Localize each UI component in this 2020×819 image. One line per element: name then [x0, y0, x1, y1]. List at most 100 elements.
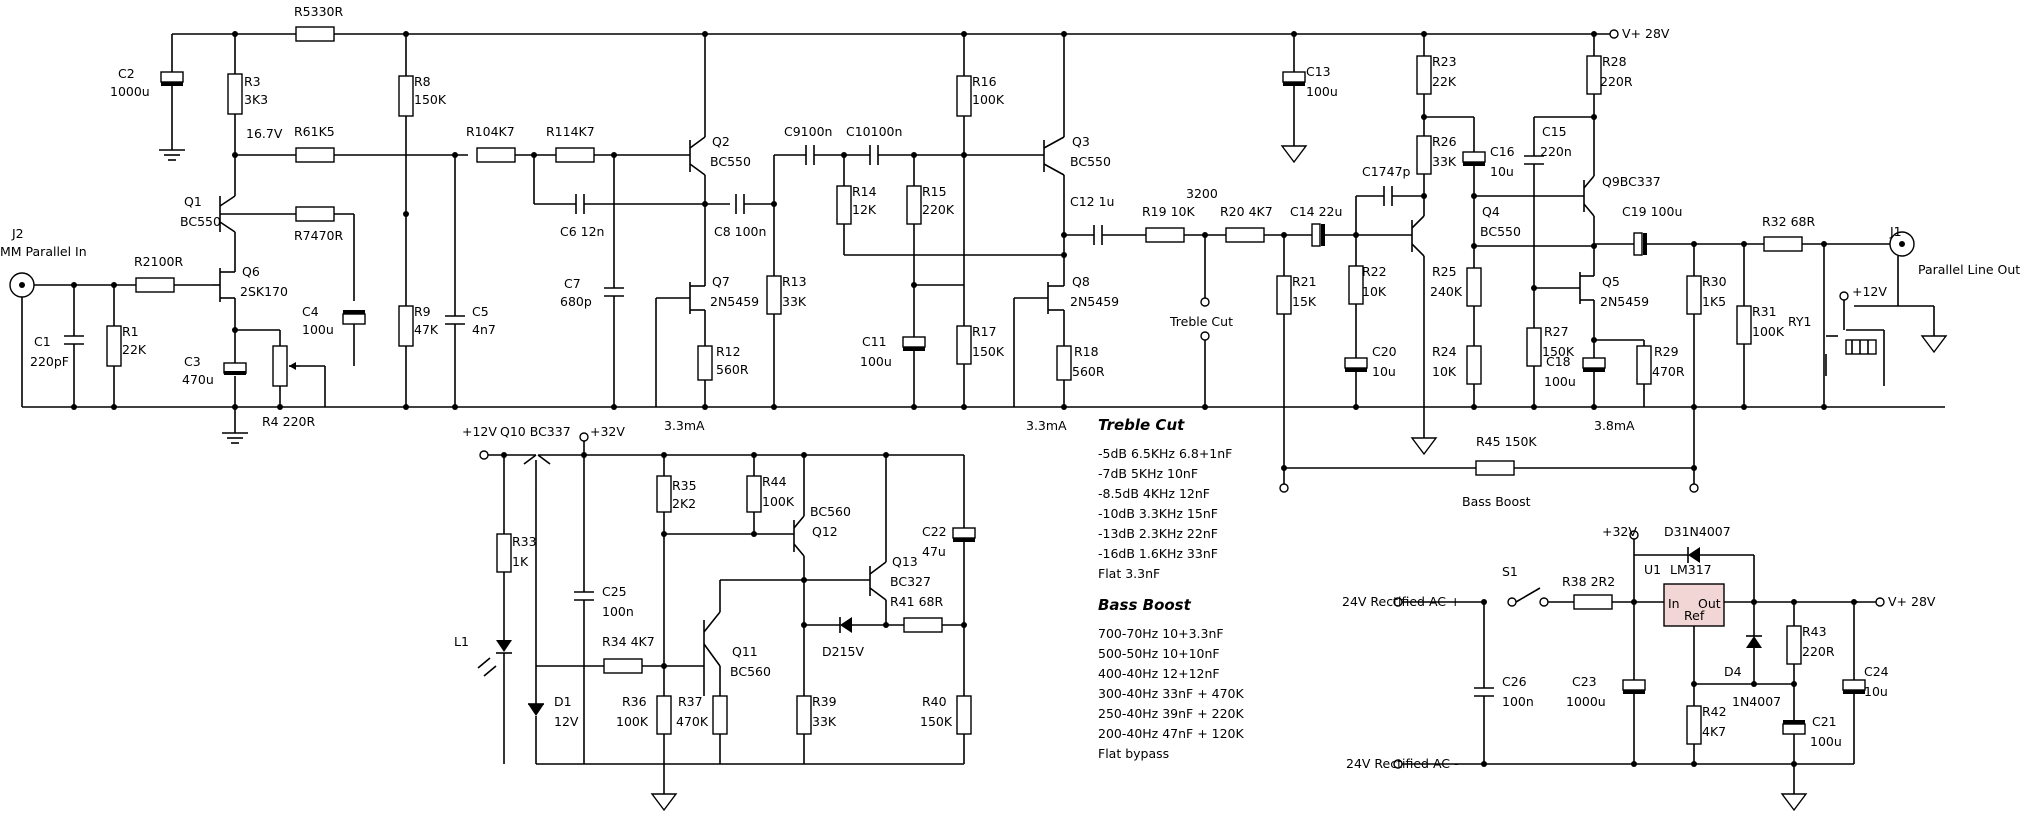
label-q10: Q10 BC337: [500, 424, 571, 439]
label-r14: R14: [852, 184, 877, 199]
plus32-label: +32V: [590, 424, 625, 439]
label-q4: Q4: [1482, 204, 1500, 219]
label-u1: U1: [1644, 562, 1661, 577]
input-jack-j2[interactable]: [9, 272, 35, 407]
ac-minus-label: 24V Rectified AC -: [1346, 756, 1459, 771]
bass-note: 500-50Hz 10+10nF: [1098, 646, 1220, 661]
current-3: 3.8mA: [1594, 418, 1635, 433]
potentiometer-r4: [272, 330, 326, 407]
value-r24: 10K: [1432, 364, 1457, 379]
label-r6: R61K5: [294, 124, 335, 139]
output-jack-j1[interactable]: [1889, 231, 1915, 257]
label-c16: C16: [1490, 144, 1515, 159]
label-r34: R34 4K7: [602, 634, 655, 649]
label-c22: C22: [922, 524, 947, 539]
label-r37: R37: [678, 694, 703, 709]
resistor-r26: [1416, 135, 1432, 186]
jfet-q5: [1534, 246, 1595, 340]
capacitor-c5: [445, 155, 465, 407]
value-r16: 100K: [972, 92, 1005, 107]
resistor-r30: [1686, 244, 1702, 468]
capacitor-c14: [1311, 223, 1325, 247]
treble-cut-terminals: [1200, 235, 1210, 407]
value-q2: BC550: [710, 154, 751, 169]
value-c3: 470u: [182, 372, 214, 387]
treble-cut-terminal-label: Treble Cut: [1169, 314, 1233, 329]
value-c15: 220n: [1540, 144, 1572, 159]
jfet-q8: [1013, 276, 1065, 407]
capacitor-c12: [1093, 225, 1103, 245]
label-r7: R7470R: [294, 228, 343, 243]
transistor-q3: [1043, 34, 1065, 276]
label-q3: Q3: [1072, 134, 1090, 149]
label-r1: R1: [122, 324, 139, 339]
value-r21: 15K: [1292, 294, 1317, 309]
power-supply-section: [1393, 530, 1885, 812]
label-r21: R21: [1292, 274, 1317, 289]
resistor-r13: [766, 155, 782, 407]
capacitor-c3: [223, 330, 247, 407]
label-q9: Q9BC337: [1602, 174, 1661, 189]
label-q8: Q8: [1072, 274, 1090, 289]
value-c1: 220pF: [30, 354, 69, 369]
value-q8: 2N5459: [1070, 294, 1119, 309]
label-r8: R8: [414, 74, 431, 89]
transistor-q1: [219, 195, 296, 240]
regulator-12v-section: [479, 432, 964, 765]
treble-note: -10dB 3.3KHz 15nF: [1098, 506, 1218, 521]
label-r31: R31: [1752, 304, 1777, 319]
resistor-r1: [106, 285, 122, 407]
label-d2: D215V: [822, 644, 864, 659]
label-c26: C26: [1502, 674, 1527, 689]
value-q13: BC327: [890, 574, 931, 589]
value-q1: BC550: [180, 214, 221, 229]
resistor-r17: [956, 325, 972, 407]
label-r36: R36: [622, 694, 647, 709]
value-r44: 100K: [762, 494, 795, 509]
value-c18: 100u: [1544, 374, 1576, 389]
resistor-r15: [906, 155, 964, 286]
label-r22: R22: [1362, 264, 1387, 279]
j1-name: Parallel Line Out: [1918, 262, 2020, 277]
value-r22: 10K: [1362, 284, 1387, 299]
jfet-q7: [655, 266, 706, 407]
label-c2: C2: [118, 66, 135, 81]
value-q4: BC550: [1480, 224, 1521, 239]
label-r35: R35: [672, 478, 697, 493]
label-r43: R43: [1802, 624, 1827, 639]
value-c25: 100n: [602, 604, 634, 619]
value-c22: 47u: [922, 544, 946, 559]
label-r53: R5330R: [294, 4, 343, 19]
value-r40: 150K: [920, 714, 953, 729]
label-c24: C24: [1864, 664, 1889, 679]
value-r23: 22K: [1432, 74, 1457, 89]
value-r25: 240K: [1430, 284, 1463, 299]
label-r16: R16: [972, 74, 997, 89]
label-c4: C4: [302, 304, 319, 319]
resistor-r32: [1763, 236, 1803, 252]
label-c13: C13: [1306, 64, 1331, 79]
bass-boost-network: [1279, 460, 1699, 493]
label-d4: D4: [1724, 664, 1742, 679]
label-r44: R44: [762, 474, 787, 489]
label-r3: R3: [244, 74, 261, 89]
resistor-r21: [1276, 235, 1292, 468]
capacitor-c18: [1582, 340, 1606, 407]
value-r37: 470K: [676, 714, 709, 729]
regulator-ref-pin: Ref: [1684, 608, 1705, 623]
transistor-q2: [689, 34, 706, 266]
bass-note: 250-40Hz 39nF + 220K: [1098, 706, 1245, 721]
bass-boost-notes: Bass Boost 700-70Hz 10+3.3nF 500-50Hz 10…: [1098, 596, 1245, 761]
bass-note: 700-70Hz 10+3.3nF: [1098, 626, 1224, 641]
label-r38: R38 2R2: [1562, 574, 1615, 589]
treble-note: -8.5dB 4KHz 12nF: [1098, 486, 1210, 501]
resistor-r8: [398, 34, 414, 306]
resistor-r23: [1416, 34, 1432, 136]
resistor-r7: [295, 206, 355, 301]
value-r12: 560R: [716, 362, 749, 377]
value-q5: 2N5459: [1600, 294, 1649, 309]
plus12-label: +12V: [462, 424, 497, 439]
label-r45: R45 150K: [1476, 434, 1537, 449]
resistor-r11: [555, 147, 595, 163]
